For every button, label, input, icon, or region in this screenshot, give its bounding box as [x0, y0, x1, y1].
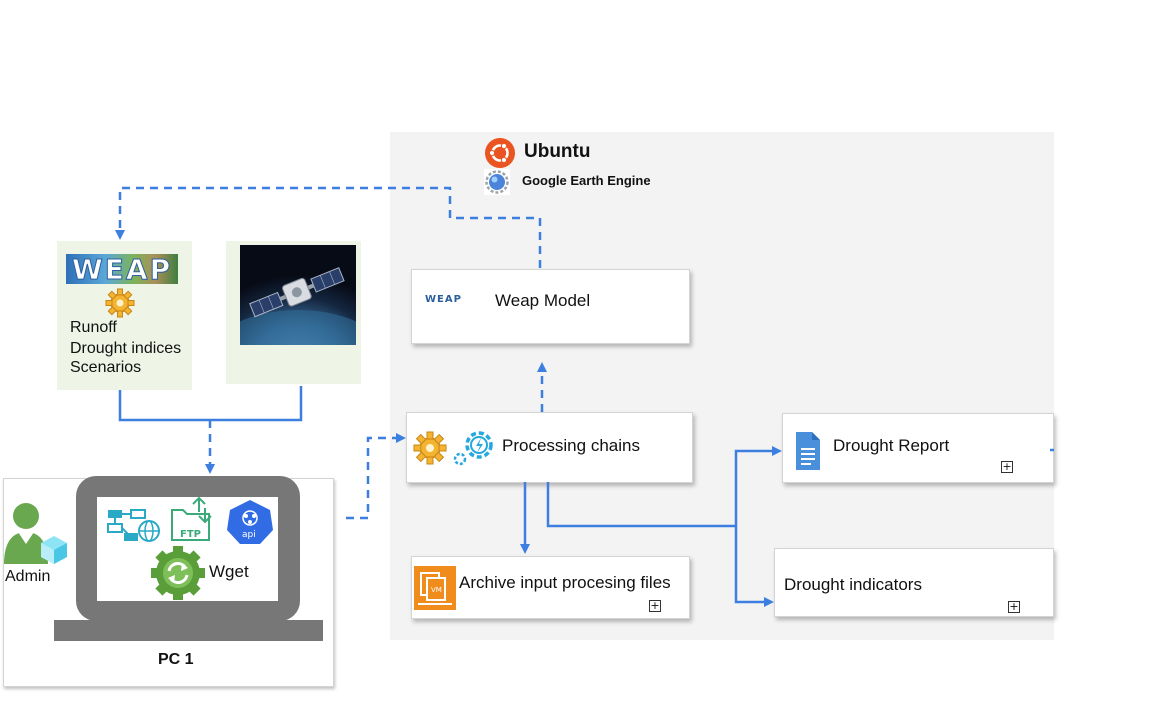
- network-icon: [107, 509, 160, 542]
- sync-icon: [151, 546, 205, 600]
- admin-label: Admin: [5, 568, 51, 585]
- ubuntu-icon: [485, 138, 515, 168]
- google-earth-engine-icon: [484, 169, 510, 195]
- api-icon: api: [227, 500, 273, 544]
- google-earth-engine-label: Google Earth Engine: [522, 173, 651, 188]
- connector-weap-model-to-weap-panel: [115, 186, 542, 268]
- archive-icon: VM: [414, 566, 456, 610]
- ubuntu-title: Ubuntu: [524, 141, 591, 162]
- drought-report-expand-button[interactable]: +: [1001, 460, 1013, 473]
- ftp-text: FTP: [180, 529, 201, 540]
- weap-line-scenarios: Scenarios: [70, 359, 142, 376]
- drought-indicators-label: Drought indicators: [784, 575, 922, 594]
- weap-model-node[interactable]: WEAP Weap Model: [411, 269, 690, 344]
- drought-report-node[interactable]: Drought Report +: [782, 413, 1054, 483]
- connector-to-drought-report: [734, 446, 782, 526]
- connector-to-drought-indicators: [734, 526, 774, 607]
- weap-line-drought-indices: Drought indices: [70, 340, 182, 357]
- archive-badge: VM: [431, 586, 442, 594]
- weap-line-runoff: Runoff: [70, 319, 117, 336]
- connector-processing-to-outputs: [546, 482, 736, 528]
- archive-expand-button[interactable]: +: [649, 599, 661, 612]
- weap-logo: WEAP: [66, 253, 178, 287]
- document-icon: [796, 432, 820, 470]
- archive-label: Archive input procesing files: [459, 573, 671, 592]
- weap-logo-text: WEAP: [71, 253, 173, 287]
- pc-title: PC 1: [158, 651, 194, 668]
- drought-indicators-node[interactable]: Drought indicators +: [774, 548, 1054, 617]
- admin-icon: [4, 503, 67, 564]
- connector-weap-panel-merge: [118, 386, 303, 422]
- processing-chains-node[interactable]: Processing chains: [406, 412, 693, 483]
- drought-indicators-expand-button[interactable]: +: [1008, 600, 1020, 613]
- archive-node[interactable]: VM Archive input procesing files +: [411, 556, 690, 619]
- ftp-icon: FTP: [171, 496, 212, 541]
- wget-label: Wget: [209, 562, 249, 581]
- weap-model-logo: WEAP: [425, 294, 462, 305]
- weap-model-label: Weap Model: [495, 291, 591, 310]
- drought-report-label: Drought Report: [833, 436, 950, 455]
- connector-pc-to-processing: [346, 433, 406, 520]
- laptop-base: [54, 620, 323, 641]
- processing-gears-icon: [413, 431, 493, 466]
- satellite-image: [240, 245, 356, 345]
- processing-chains-label: Processing chains: [502, 436, 640, 455]
- gear-icon: [105, 288, 135, 318]
- api-text: api: [242, 530, 256, 540]
